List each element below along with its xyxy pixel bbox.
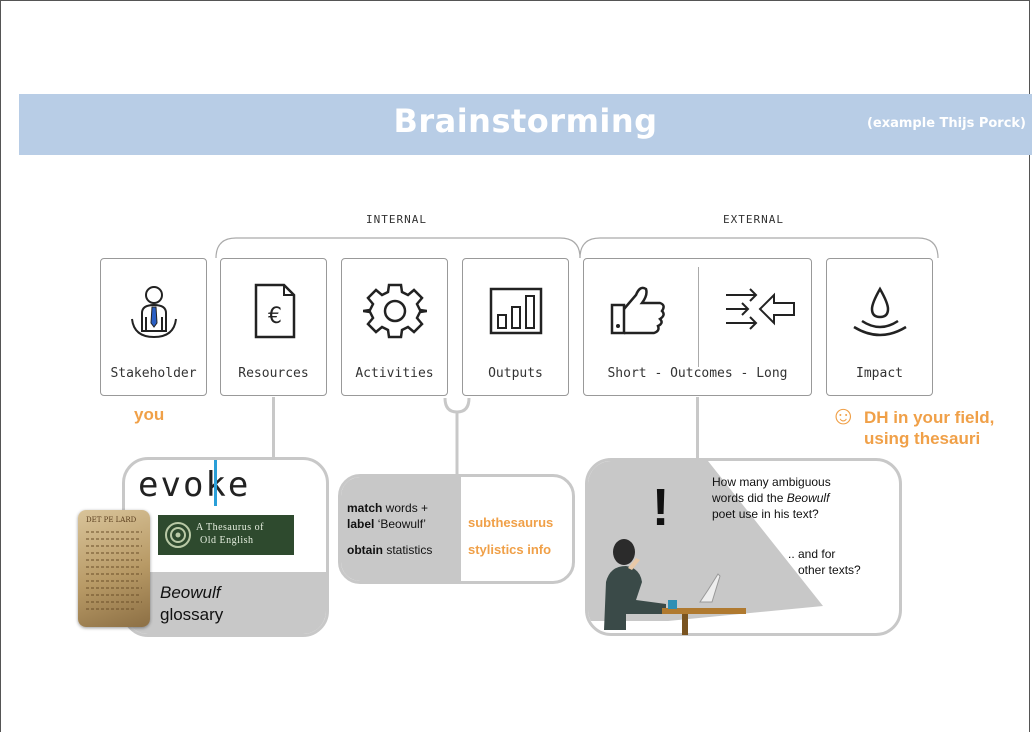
gear-icon <box>362 283 427 339</box>
arrows-icon <box>726 288 795 330</box>
water-drop-icon <box>852 286 907 337</box>
resources-connector <box>272 397 275 459</box>
group-label-internal: INTERNAL <box>366 213 427 226</box>
impact-annotation-line1: DH in your field, <box>864 408 995 427</box>
activities-panel <box>341 477 461 581</box>
impact-annotation: DH in your field, using thesauri <box>864 407 994 449</box>
svg-text:€: € <box>268 304 282 329</box>
impact-annotation-line2: using thesauri <box>864 429 981 448</box>
exclamation-mark: ! <box>652 479 670 537</box>
stakeholder-icon <box>130 286 177 339</box>
euro-document-icon: € <box>254 283 295 339</box>
activities-text-line1: match words + <box>347 501 429 515</box>
activities-text-line2: label ‘Beowulf’ <box>347 517 426 531</box>
bar-chart-icon <box>489 287 542 335</box>
output-subthesaurus: subthesaurus <box>468 515 554 530</box>
activities-outputs-connector <box>443 397 471 474</box>
outcomes-divider <box>698 267 699 367</box>
card-label-stakeholder: Stakeholder <box>110 366 197 381</box>
card-label-resources: Resources <box>238 366 309 381</box>
glossary-panel <box>125 572 326 634</box>
group-label-external: EXTERNAL <box>723 213 784 226</box>
card-activities: Activities <box>341 258 448 396</box>
thumbs-up-icon <box>610 286 665 335</box>
card-resources: € Resources <box>220 258 327 396</box>
toe-spiral-icon <box>165 522 191 548</box>
toe-logo-line2: Old English <box>200 535 254 546</box>
card-stakeholder: Stakeholder <box>100 258 207 396</box>
thought-beam <box>588 461 823 621</box>
thinking-person-illustration <box>604 539 746 635</box>
beowulf-label: Beowulf <box>160 583 221 602</box>
toe-logo-line1: A Thesaurus of <box>196 522 264 533</box>
internal-brace <box>215 237 581 259</box>
outcomes-bubble <box>585 458 902 636</box>
card-outcomes: Short - Outcomes - Long <box>583 258 812 396</box>
manuscript-image: DET PE LARD <box>78 510 150 627</box>
smiley-icon: ☺ <box>830 400 857 430</box>
card-impact: Impact <box>826 258 933 396</box>
question-2: .. and for other texts? <box>788 547 861 577</box>
evoke-logo: evoke <box>138 465 251 505</box>
card-label-outcomes: Short - Outcomes - Long <box>607 366 788 381</box>
stakeholder-you-label: you <box>134 405 165 424</box>
slide-title: Brainstorming <box>393 102 658 140</box>
outcomes-connector <box>696 397 699 459</box>
card-label-outputs: Outputs <box>488 366 543 381</box>
glossary-label: glossary <box>160 605 224 624</box>
evoke-logo-bar <box>214 460 217 506</box>
card-outputs: Outputs <box>462 258 569 396</box>
question-1: How many ambiguous words did the Beowulf… <box>712 475 831 521</box>
manuscript-caption: DET PE LARD <box>86 516 137 524</box>
card-label-impact: Impact <box>856 366 903 381</box>
slide-subtitle: (example Thijs Porck) <box>866 116 1026 131</box>
external-brace <box>579 237 939 259</box>
activities-text-line3: obtain statistics <box>347 543 433 557</box>
card-label-activities: Activities <box>355 366 434 381</box>
toe-logo: A Thesaurus of Old English <box>158 515 294 555</box>
output-stylistics: stylistics info <box>468 542 552 557</box>
title-banner: Brainstorming (example Thijs Porck) <box>19 94 1032 155</box>
manuscript-lines <box>86 531 142 610</box>
